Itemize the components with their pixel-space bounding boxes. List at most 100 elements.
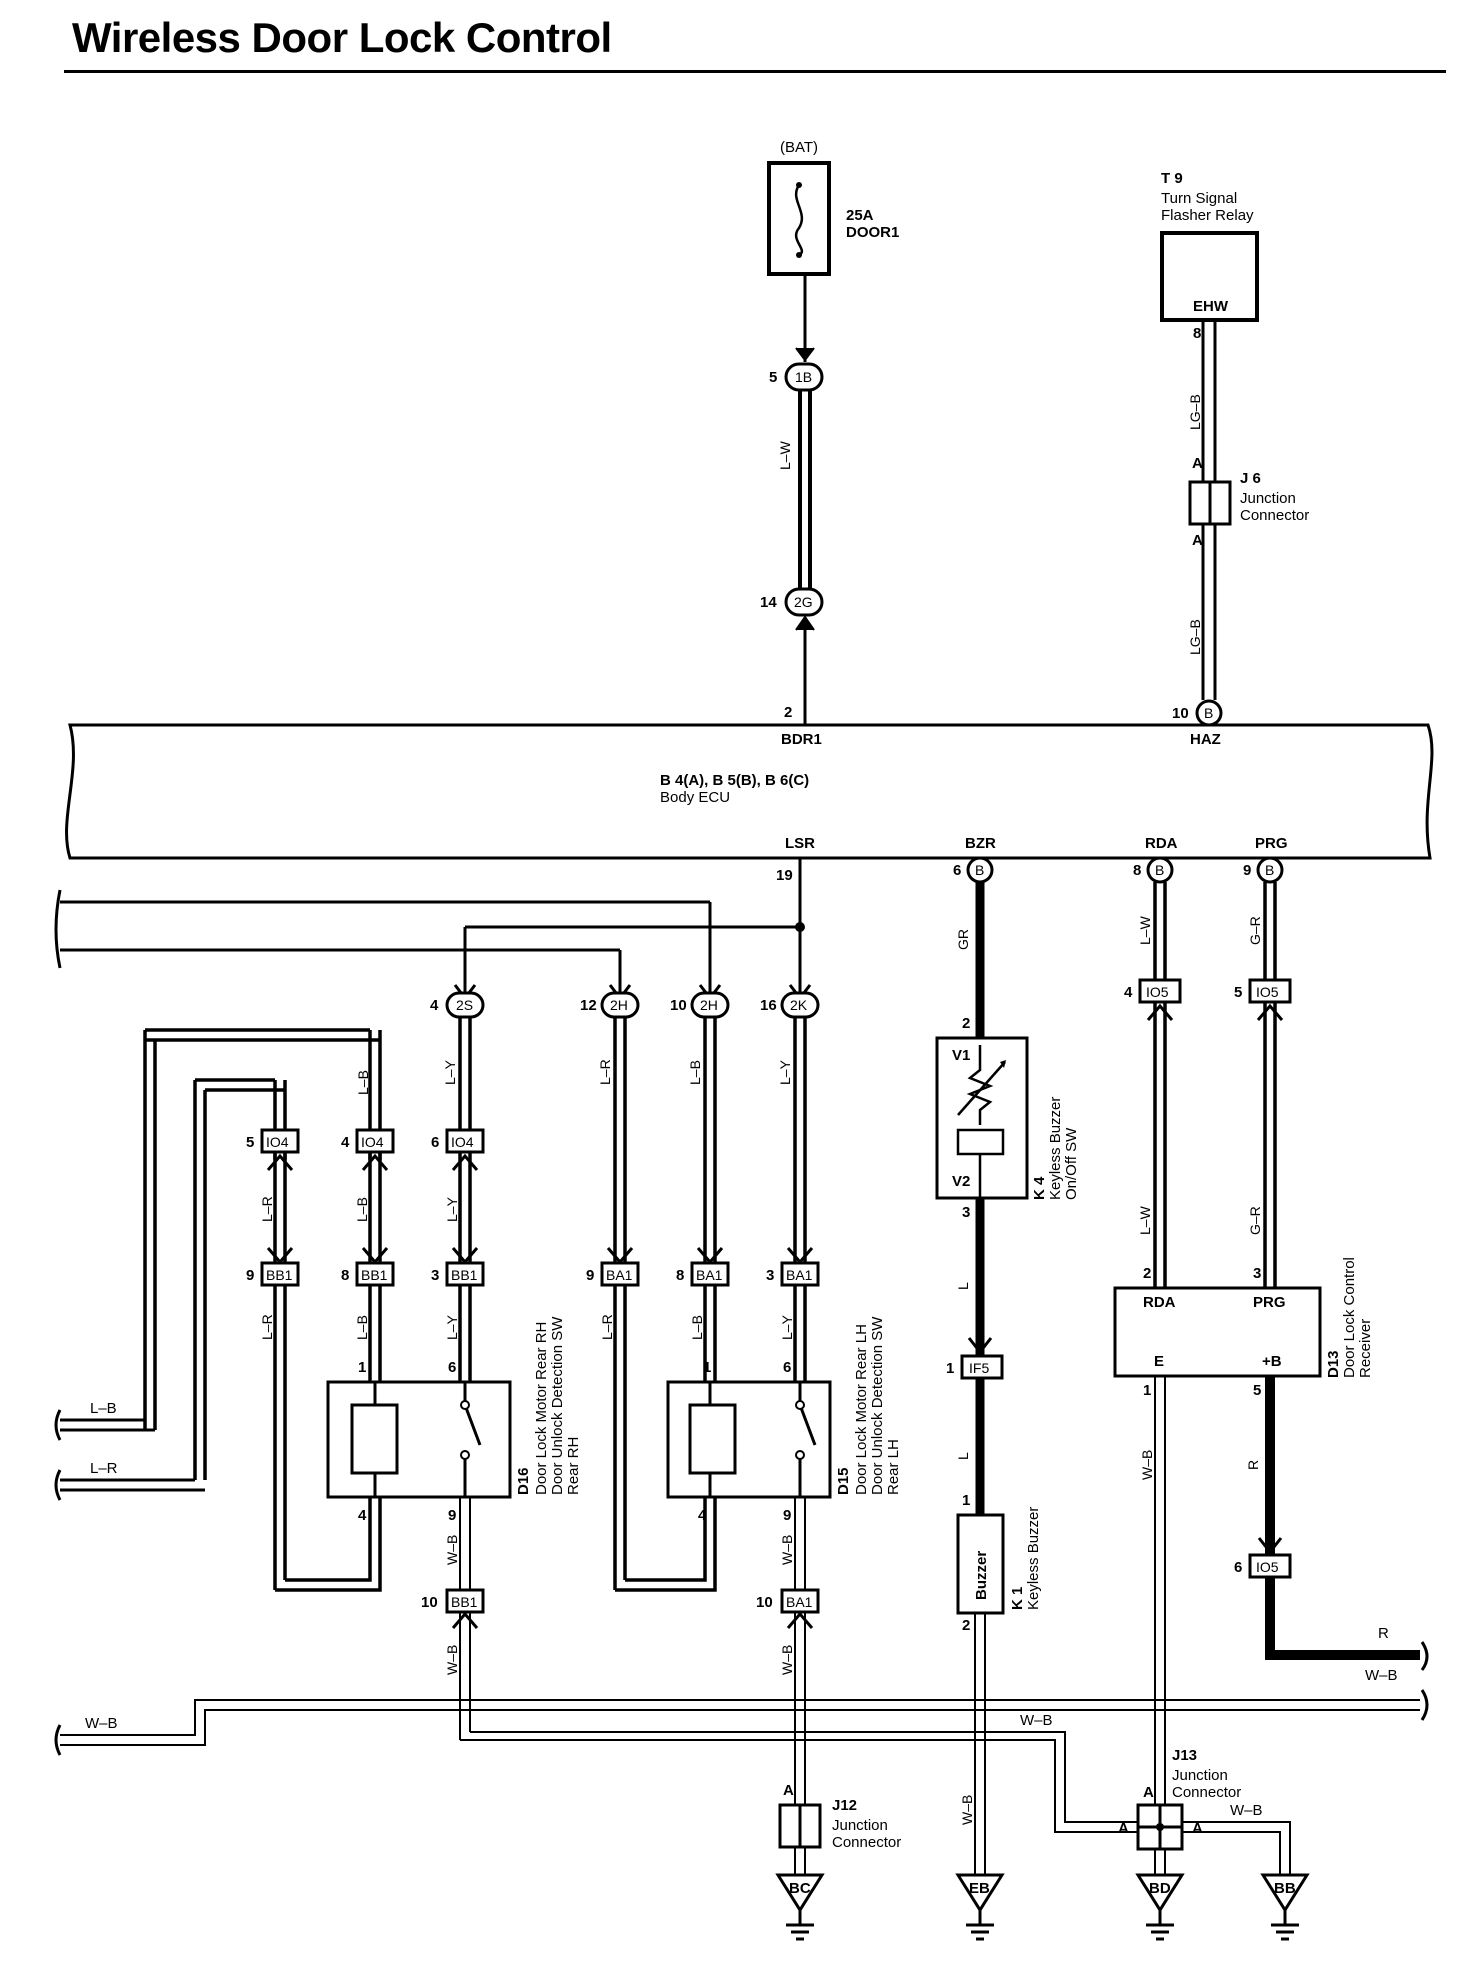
- svg-text:Connector: Connector: [1172, 1784, 1241, 1801]
- connector-ba1-9: [600, 1261, 640, 1287]
- svg-text:Door Unlock Detection SW: Door Unlock Detection SW: [549, 1316, 566, 1495]
- svg-text:W–B: W–B: [444, 1535, 460, 1565]
- connector-bb1-9: [260, 1261, 300, 1287]
- svg-text:Door Lock Motor Rear LH: Door Lock Motor Rear LH: [853, 1324, 870, 1495]
- connector-2k: [780, 991, 820, 1019]
- svg-text:L: L: [955, 1452, 971, 1460]
- svg-text:6: 6: [448, 1359, 456, 1376]
- svg-text:L–R: L–R: [597, 1059, 613, 1085]
- svg-text:On/Off SW: On/Off SW: [1063, 1127, 1080, 1200]
- svg-text:2S: 2S: [456, 997, 473, 1013]
- svg-text:9: 9: [448, 1507, 456, 1524]
- detection-switch-icon: [463, 1404, 482, 1446]
- svg-text:9: 9: [1243, 862, 1251, 879]
- svg-text:2: 2: [1143, 1265, 1151, 1282]
- svg-text:BA1: BA1: [696, 1267, 723, 1283]
- svg-text:5: 5: [1234, 984, 1242, 1001]
- svg-text:4: 4: [358, 1507, 367, 1524]
- svg-text:L–Y: L–Y: [442, 1059, 458, 1085]
- connector-bb1-8: [355, 1261, 395, 1287]
- svg-text:Keyless Buzzer: Keyless Buzzer: [1047, 1097, 1064, 1200]
- svg-text:W–B: W–B: [85, 1715, 118, 1732]
- svg-text:L–W: L–W: [1137, 915, 1153, 945]
- svg-text:BA1: BA1: [786, 1267, 813, 1283]
- svg-text:L–Y: L–Y: [444, 1196, 460, 1222]
- svg-text:6: 6: [783, 1359, 791, 1376]
- svg-text:RDA: RDA: [1143, 1294, 1176, 1311]
- connector-io4-4: [355, 1128, 395, 1154]
- svg-text:L–R: L–R: [599, 1314, 615, 1340]
- motor-coil-icon: [688, 1403, 737, 1475]
- svg-text:W–B: W–B: [1139, 1450, 1155, 1480]
- page-title: Wireless Door Lock Control: [72, 14, 612, 61]
- svg-text:IF5: IF5: [969, 1360, 989, 1376]
- svg-text:A: A: [783, 1782, 794, 1799]
- svg-text:2: 2: [962, 1015, 970, 1032]
- svg-text:PRG: PRG: [1253, 1294, 1286, 1311]
- svg-text:EHW: EHW: [1193, 298, 1229, 315]
- connector-1b: [784, 362, 824, 392]
- connector-2h-12: [600, 991, 640, 1019]
- svg-text:L–W: L–W: [1137, 1205, 1153, 1235]
- svg-text:B: B: [1155, 862, 1164, 878]
- svg-text:W–B: W–B: [959, 1795, 975, 1825]
- svg-text:9: 9: [586, 1267, 594, 1284]
- svg-text:V2: V2: [952, 1173, 970, 1190]
- svg-text:14: 14: [760, 594, 777, 611]
- turn-signal-relay: [1160, 231, 1259, 322]
- svg-text:10: 10: [421, 1594, 438, 1611]
- title-rule: [64, 70, 1446, 73]
- svg-text:4: 4: [1124, 984, 1133, 1001]
- svg-text:IO4: IO4: [266, 1134, 289, 1150]
- svg-text:G–R: G–R: [1247, 1206, 1263, 1235]
- svg-text:3: 3: [431, 1267, 439, 1284]
- svg-text:W–B: W–B: [1020, 1712, 1053, 1729]
- ground-bb-icon: [1260, 1873, 1310, 1941]
- svg-text:10: 10: [756, 1594, 773, 1611]
- svg-text:Door Lock Control: Door Lock Control: [1341, 1257, 1358, 1378]
- k4-keyless-buzzer-switch: [935, 1036, 1029, 1200]
- svg-text:L–R: L–R: [259, 1196, 275, 1222]
- svg-text:2K: 2K: [790, 997, 808, 1013]
- svg-text:J 6: J 6: [1240, 470, 1261, 487]
- svg-text:D15: D15: [835, 1467, 852, 1495]
- svg-text:K 4: K 4: [1031, 1176, 1048, 1200]
- svg-text:L–Y: L–Y: [777, 1059, 793, 1085]
- svg-text:L–W: L–W: [777, 440, 793, 470]
- d13-door-lock-control-receiver: [1113, 1286, 1322, 1378]
- svg-text:IO5: IO5: [1256, 1559, 1279, 1575]
- motor-coil-icon: [350, 1403, 399, 1475]
- detection-switch-icon: [798, 1404, 817, 1446]
- svg-text:+B: +B: [1262, 1353, 1282, 1370]
- k1-keyless-buzzer: [956, 1513, 1005, 1615]
- svg-text:2H: 2H: [700, 997, 718, 1013]
- connector-2s: [445, 991, 485, 1019]
- svg-text:LG–B: LG–B: [1187, 619, 1203, 655]
- svg-text:Junction: Junction: [832, 1817, 888, 1834]
- svg-text:L–R: L–R: [259, 1314, 275, 1340]
- svg-text:IO5: IO5: [1146, 984, 1169, 1000]
- svg-text:19: 19: [776, 867, 793, 884]
- svg-text:BC: BC: [789, 1880, 811, 1897]
- svg-text:16: 16: [760, 997, 777, 1014]
- svg-text:L–B: L–B: [355, 1070, 371, 1095]
- fuse-name: DOOR1: [846, 224, 899, 241]
- connector-b-rda: [1146, 856, 1174, 884]
- svg-text:A: A: [1118, 1820, 1129, 1837]
- svg-text:9: 9: [246, 1267, 254, 1284]
- svg-text:L–Y: L–Y: [779, 1314, 795, 1340]
- svg-text:A: A: [1192, 532, 1203, 549]
- svg-text:J12: J12: [832, 1797, 857, 1814]
- svg-text:D13: D13: [1325, 1350, 1342, 1378]
- svg-text:BB1: BB1: [451, 1267, 478, 1283]
- svg-text:4: 4: [698, 1507, 707, 1524]
- svg-text:B: B: [1265, 862, 1274, 878]
- svg-text:8: 8: [341, 1267, 349, 1284]
- svg-text:A: A: [1192, 1820, 1203, 1837]
- ground-eb-icon: [955, 1873, 1005, 1941]
- svg-text:W–B: W–B: [444, 1645, 460, 1675]
- connector-io5-5: [1248, 978, 1292, 1004]
- svg-text:Junction: Junction: [1172, 1767, 1228, 1784]
- svg-text:J13: J13: [1172, 1747, 1197, 1764]
